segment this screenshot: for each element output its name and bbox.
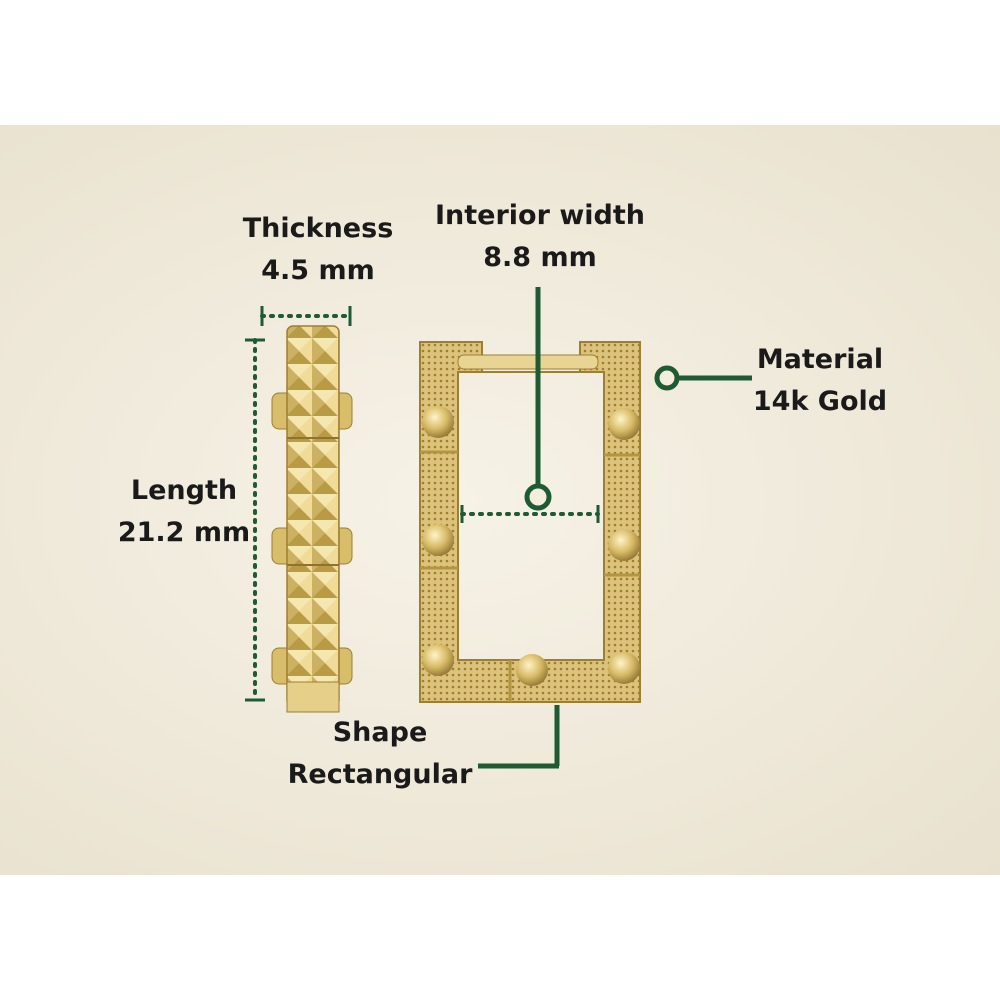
earring-side-view	[271, 325, 353, 713]
shape-value: Rectangular	[287, 759, 473, 790]
material-annotation: Material 14k Gold	[748, 339, 892, 423]
thickness-annotation: Thickness 4.5 mm	[236, 208, 400, 292]
interior-width-value: 8.8 mm	[483, 242, 597, 273]
interior-width-label: Interior width	[435, 200, 645, 231]
material-label: Material	[756, 344, 884, 375]
interior-width-annotation: Interior width 8.8 mm	[430, 195, 650, 279]
product-background	[0, 125, 1000, 875]
measurement-guides	[245, 287, 752, 769]
shape-annotation: Shape Rectangular	[280, 712, 480, 796]
material-value: 14k Gold	[752, 386, 888, 417]
length-value: 21.2 mm	[117, 517, 251, 548]
length-label: Length	[130, 475, 238, 506]
thickness-value: 4.5 mm	[261, 255, 375, 286]
earring-front-view	[419, 341, 641, 703]
length-annotation: Length 21.2 mm	[112, 470, 256, 554]
shape-label: Shape	[332, 717, 428, 748]
thickness-label: Thickness	[242, 213, 394, 244]
